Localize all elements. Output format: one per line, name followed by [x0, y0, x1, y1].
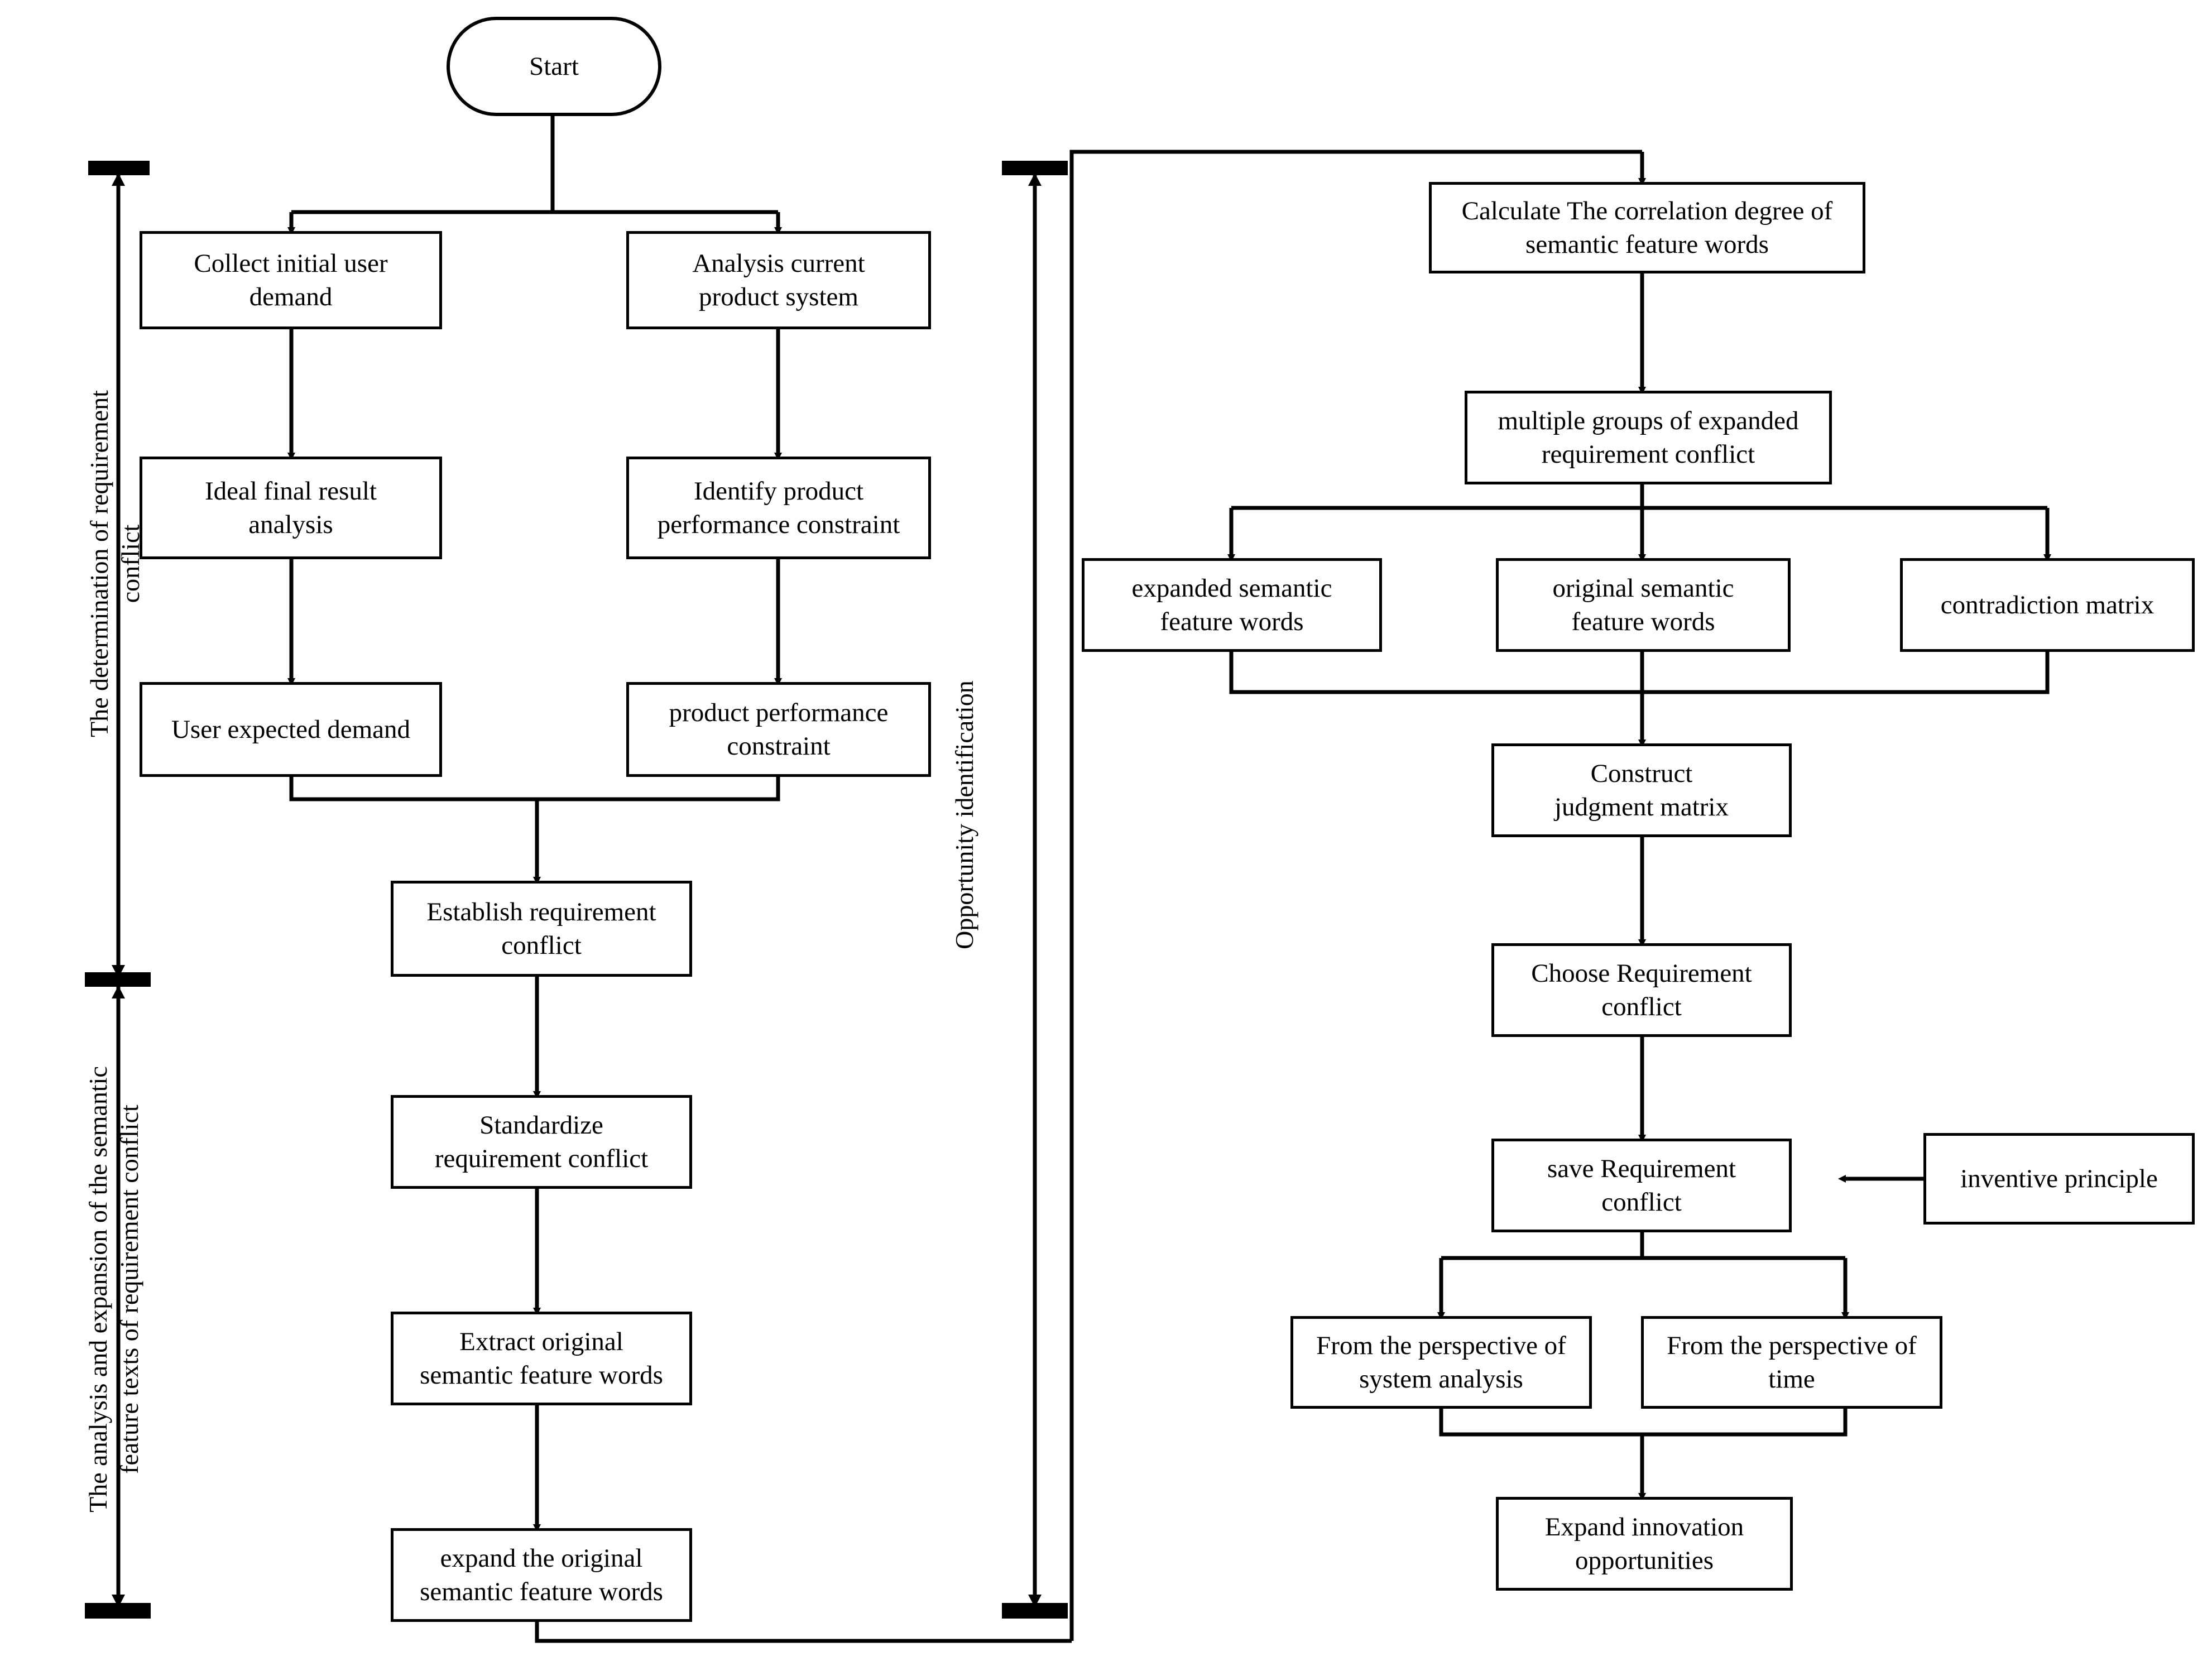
node-establish-requirement-conflict[interactable]: Establish requirement conflict	[391, 881, 692, 977]
phase-label-determination: The determination of requirement conflic…	[85, 390, 145, 738]
node-start[interactable]: Start	[447, 17, 661, 116]
node-inventive-principle[interactable]: inventive principle	[1923, 1133, 2195, 1225]
node-save-requirement-conflict[interactable]: save Requirement conflict	[1491, 1139, 1792, 1232]
edge-right-riser	[1069, 150, 1642, 1641]
node-multiple-groups-expanded-requirement-conflict[interactable]: multiple groups of expanded requirement …	[1465, 391, 1832, 484]
phase1-top-bar	[88, 161, 150, 175]
node-choose-requirement-conflict[interactable]: Choose Requirement conflict	[1491, 943, 1792, 1037]
phase2-bottom-bar	[85, 1603, 151, 1619]
node-expanded-semantic-feature-words[interactable]: expanded semantic feature words	[1082, 558, 1382, 652]
node-original-semantic-feature-words[interactable]: original semantic feature words	[1496, 558, 1791, 652]
node-product-performance-constraint[interactable]: product performance constraint	[626, 682, 931, 777]
node-expand-the-original-semantic-feature-words[interactable]: expand the original semantic feature wor…	[391, 1528, 692, 1622]
node-expand-innovation-opportunities[interactable]: Expand innovation opportunities	[1496, 1497, 1793, 1591]
edge-2way-merge-bar	[1439, 1409, 1848, 1437]
edge-expand-to-right-riser	[535, 1621, 1072, 1643]
node-from-perspective-of-time[interactable]: From the perspective of time	[1641, 1316, 1942, 1409]
node-ideal-final-result-analysis[interactable]: Ideal final result analysis	[140, 457, 442, 559]
node-user-expected-demand[interactable]: User expected demand	[140, 682, 442, 777]
node-collect-initial-user-demand[interactable]: Collect initial user demand	[140, 231, 442, 329]
phase3-top-bar	[1002, 161, 1068, 175]
node-from-perspective-of-system-analysis[interactable]: From the perspective of system analysis	[1290, 1316, 1592, 1409]
node-standardize-requirement-conflict[interactable]: Standardize requirement conflict	[391, 1095, 692, 1189]
node-extract-original-semantic-feature-words[interactable]: Extract original semantic feature words	[391, 1312, 692, 1405]
phase-label-analysis-expansion: The analysis and expansion of the semant…	[84, 1066, 144, 1513]
node-construct-judgment-matrix[interactable]: Construct judgment matrix	[1491, 743, 1792, 837]
phase-label-opportunity-identification: Opportunity identification	[950, 680, 978, 949]
node-contradiction-matrix[interactable]: contradiction matrix	[1900, 558, 2195, 652]
edge-merge-bar	[289, 776, 780, 801]
node-identify-product-performance-constraint[interactable]: Identify product performance constraint	[626, 457, 931, 559]
edge-3way-merge-bar	[1229, 652, 2050, 694]
phase2-top-bar	[85, 972, 151, 987]
phase3-bottom-bar	[1002, 1603, 1068, 1619]
node-analysis-current-product-system[interactable]: Analysis current product system	[626, 231, 931, 329]
node-calculate-correlation-degree[interactable]: Calculate The correlation degree of sema…	[1429, 182, 1865, 273]
